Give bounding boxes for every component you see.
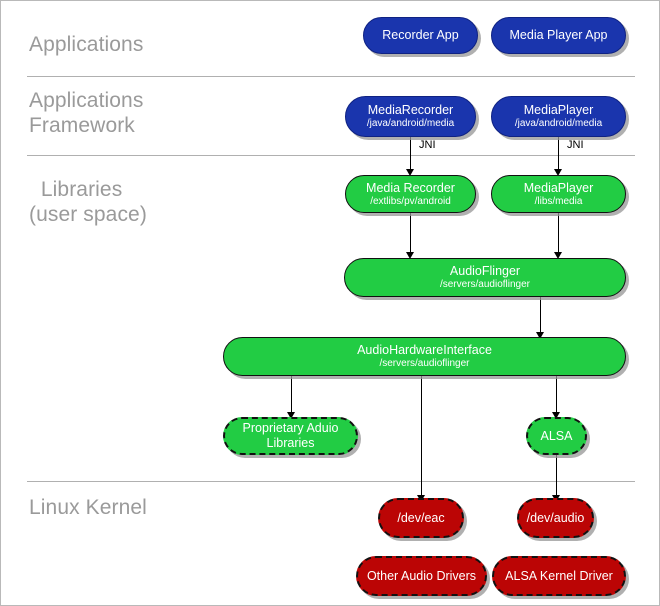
node-dev-eac-title: /dev/eac xyxy=(397,510,445,525)
connector-ahi-to-proprietary-audio-libs xyxy=(291,376,292,417)
node-alsa[interactable]: ALSA xyxy=(526,417,587,455)
node-mediaplayer-framework-path: /java/android/media xyxy=(514,118,603,129)
divider-applications xyxy=(27,76,635,77)
node-recorder-app-title: Recorder App xyxy=(382,28,459,42)
arrowhead-audiohardwareinterface xyxy=(536,332,544,339)
arrowhead-media-recorder-lib xyxy=(406,169,414,176)
connector-ahi-to-dev-eac xyxy=(421,376,422,500)
layer-label-applications-framework: Applications Framework xyxy=(29,89,144,137)
divider-applications-framework xyxy=(27,155,635,156)
edge-label-jni-left: JNI xyxy=(419,139,436,151)
connector-mediaplayer-lib-to-audioflinger xyxy=(558,213,559,257)
node-media-recorder-lib-path: /extlibs/pv/android xyxy=(370,195,451,207)
node-media-recorder-lib[interactable]: Media Recorder /extlibs/pv/android xyxy=(345,175,476,213)
node-audioflinger-path: /servers/audioflinger xyxy=(439,279,531,290)
node-audiohardwareinterface-title: AudioHardwareInterface xyxy=(357,343,492,357)
node-mediarecorder-framework[interactable]: MediaRecorder /java/android/media xyxy=(345,96,476,137)
layer-label-applications: Applications xyxy=(29,33,144,56)
node-audiohardwareinterface-path: /servers/audioflinger xyxy=(379,358,470,369)
connector-ahi-to-alsa xyxy=(556,376,557,417)
node-audioflinger-title: AudioFlinger xyxy=(449,264,521,278)
node-mediaplayer-lib-title: MediaPlayer xyxy=(523,180,594,195)
node-mediaplayer-lib-path: /libs/media xyxy=(534,195,583,207)
node-dev-audio-title: /dev/audio xyxy=(526,510,585,525)
node-dev-audio[interactable]: /dev/audio xyxy=(517,498,594,538)
node-other-audio-drivers-title: Other Audio Drivers xyxy=(366,568,477,583)
node-mediaplayer-lib[interactable]: MediaPlayer /libs/media xyxy=(491,175,626,213)
divider-libraries xyxy=(27,481,635,482)
connector-mediaplayer-to-mediaplayer-lib xyxy=(558,137,559,173)
layer-label-libraries: Libraries (user space) xyxy=(29,178,147,226)
node-recorder-app[interactable]: Recorder App xyxy=(363,17,478,54)
node-mediarecorder-framework-path: /java/android/media xyxy=(366,118,455,129)
node-media-recorder-lib-title: Media Recorder xyxy=(366,180,455,195)
arrowhead-alsa xyxy=(552,412,560,419)
node-media-player-app-title: Media Player App xyxy=(509,28,608,42)
node-audioflinger[interactable]: AudioFlinger /servers/audioflinger xyxy=(344,258,626,297)
node-other-audio-drivers[interactable]: Other Audio Drivers xyxy=(356,556,487,596)
node-alsa-title: ALSA xyxy=(540,428,573,443)
node-proprietary-audio-libs[interactable]: Proprietary Aduio Libraries xyxy=(223,417,358,455)
connector-media-recorder-lib-to-audioflinger xyxy=(410,213,411,257)
connector-mediarecorder-to-media-recorder-lib xyxy=(410,137,411,173)
node-mediarecorder-framework-title: MediaRecorder xyxy=(367,103,454,117)
node-dev-eac[interactable]: /dev/eac xyxy=(378,498,464,538)
connector-alsa-to-dev-audio xyxy=(556,454,557,500)
node-alsa-kernel-driver-title: ALSA Kernel Driver xyxy=(505,568,613,583)
arrowhead-audioflinger-left xyxy=(406,252,414,259)
arrowhead-audioflinger-right xyxy=(554,252,562,259)
node-audiohardwareinterface[interactable]: AudioHardwareInterface /servers/audiofli… xyxy=(223,337,626,376)
connector-audioflinger-to-audiohardwareinterface xyxy=(540,297,541,341)
arrowhead-mediaplayer-lib xyxy=(554,169,562,176)
node-proprietary-audio-libs-title: Proprietary Aduio xyxy=(242,421,339,435)
edge-label-jni-right: JNI xyxy=(567,139,584,151)
arrowhead-proprietary-audio-libs xyxy=(287,412,295,419)
node-alsa-kernel-driver[interactable]: ALSA Kernel Driver xyxy=(492,556,626,596)
node-mediaplayer-framework-title: MediaPlayer xyxy=(523,103,594,117)
layer-label-linux-kernel: Linux Kernel xyxy=(29,496,147,519)
node-mediaplayer-framework[interactable]: MediaPlayer /java/android/media xyxy=(491,96,626,137)
node-proprietary-audio-libs-title2: Libraries xyxy=(266,436,315,450)
node-media-player-app[interactable]: Media Player App xyxy=(491,17,626,54)
